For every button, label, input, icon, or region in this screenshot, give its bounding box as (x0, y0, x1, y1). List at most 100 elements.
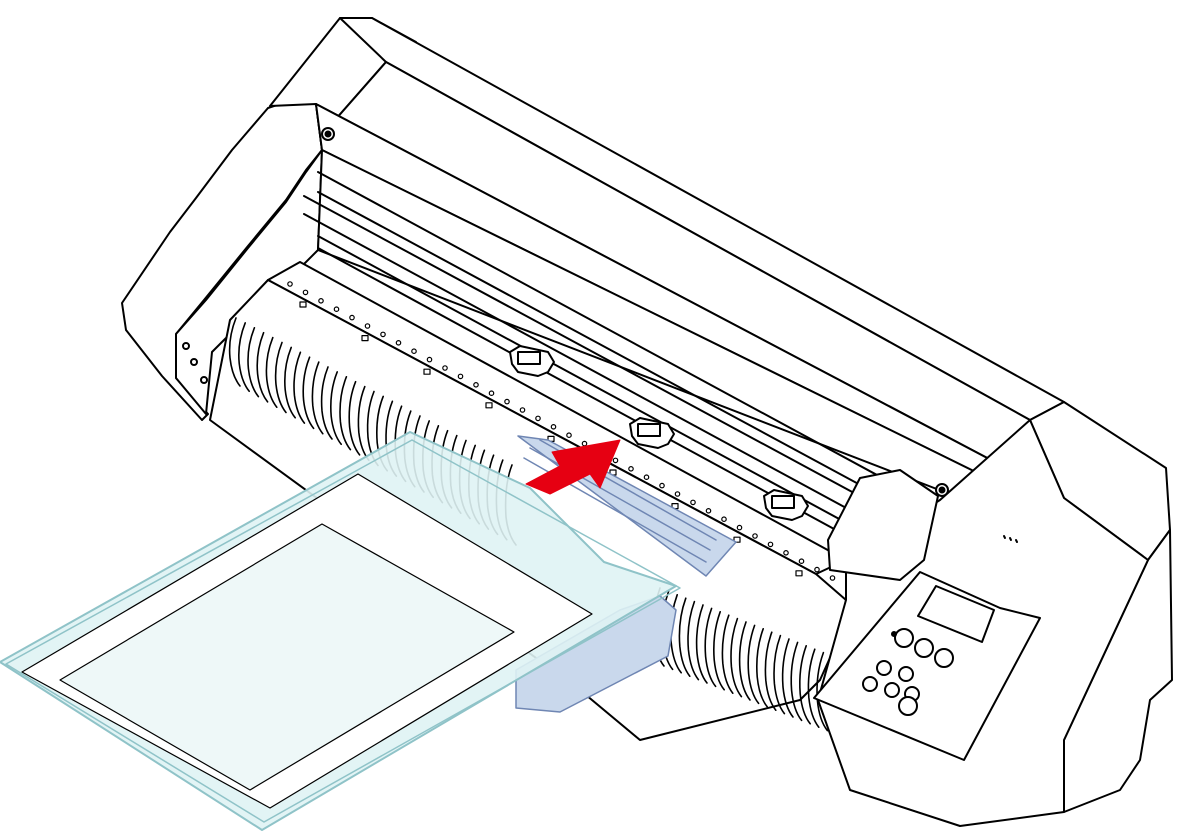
base-rib (756, 628, 768, 708)
base-rib (348, 380, 361, 456)
platen-slot (423, 368, 431, 375)
panel-button-icon[interactable] (876, 660, 892, 676)
platen-hole (364, 323, 371, 329)
platen-hole (721, 516, 727, 523)
platen-hole (411, 348, 417, 355)
platen-hole (581, 440, 588, 447)
base-rib (781, 638, 794, 718)
left-end-cap (121, 99, 323, 421)
platen-hole (426, 356, 433, 363)
rail-line-4 (303, 213, 921, 549)
panel-button-icon[interactable] (894, 628, 914, 648)
base-rib (790, 641, 803, 722)
base-rib (284, 346, 296, 419)
base-rib (311, 361, 324, 435)
base-rib (807, 648, 820, 728)
platen-hole (659, 482, 665, 489)
base-rib (238, 322, 250, 393)
base-rib (687, 600, 700, 681)
platen-hole (690, 499, 696, 506)
rail-line-2 (317, 191, 941, 529)
lcd-display-icon (917, 585, 995, 643)
panel-button-icon[interactable] (862, 676, 878, 692)
plotter-body (121, 17, 1065, 555)
platen-hole (302, 289, 309, 296)
platen-slot (795, 570, 803, 577)
vent-ticks (1003, 535, 1018, 543)
platen-hole (349, 314, 355, 321)
screw-right-center (938, 486, 946, 494)
pinch-roller-left (509, 345, 555, 377)
pinch-roller-right (763, 489, 809, 521)
base-rib (330, 371, 342, 446)
platen-hole (380, 331, 386, 338)
platen-hole (566, 432, 572, 439)
platen-hole (829, 575, 836, 581)
sheet-inner (59, 523, 515, 791)
platen-hole (473, 381, 479, 388)
panel-button-icon[interactable] (884, 682, 900, 698)
platen-hole (535, 415, 541, 422)
base-rib (293, 351, 306, 424)
base-rib (738, 621, 751, 701)
pinch-roller-cap (771, 495, 795, 509)
panel-button-icon[interactable] (934, 648, 954, 668)
rail-line-1 (317, 171, 961, 521)
sheet-mat (5, 439, 681, 823)
base-rib (678, 597, 691, 677)
panel-indicator-led (891, 631, 897, 637)
platen-slot (361, 335, 369, 342)
feed-arrow (525, 439, 621, 495)
base-rib (799, 645, 811, 725)
platen-holes (287, 281, 836, 581)
platen-hole (488, 390, 495, 397)
rail-line-3 (303, 195, 931, 535)
base-rib (228, 317, 241, 387)
platen-hole (783, 549, 789, 556)
pinch-roller-cap (517, 351, 541, 365)
base-rib (764, 631, 777, 711)
right-upper-block (827, 469, 939, 581)
screw-left-center (324, 130, 332, 138)
platen-hole (333, 306, 340, 313)
platen-hole (287, 281, 293, 287)
base-rib (247, 327, 260, 398)
side-hole-1 (182, 342, 190, 350)
panel-button-icon[interactable] (914, 638, 934, 658)
base-rib (773, 634, 786, 715)
base-rib (302, 356, 315, 430)
platen-hole (395, 339, 402, 346)
base-rib (721, 614, 734, 694)
platen-hole (798, 558, 805, 565)
platen-hole (674, 491, 681, 497)
base-rib (339, 376, 352, 451)
platen-hole (519, 407, 526, 413)
platen-hole (705, 507, 712, 514)
platen-hole (442, 365, 448, 371)
platen-slot (733, 536, 741, 543)
base-rib (713, 611, 725, 691)
side-hole-2 (190, 358, 198, 366)
platen-hole (767, 541, 774, 548)
platen-hole (457, 373, 464, 380)
platen-hole (736, 524, 743, 531)
platen-slot (485, 402, 493, 409)
base-rib (274, 341, 287, 414)
platen-hole (628, 465, 634, 472)
platen-hole (504, 398, 510, 405)
pinch-roller-center[interactable] (629, 417, 675, 449)
base-rib (256, 331, 269, 403)
platen-hole (550, 423, 557, 430)
base-rib (704, 607, 717, 688)
panel-button-icon[interactable] (898, 696, 918, 716)
pinch-roller-cap (637, 423, 661, 437)
base-rib (695, 604, 708, 684)
platen-hole (752, 533, 758, 539)
base-rib (265, 336, 278, 408)
platen-hole (612, 457, 619, 464)
base-rib (357, 385, 370, 461)
carrier-sheet[interactable] (0, 431, 681, 831)
base-rib (320, 366, 333, 440)
panel-button-icon[interactable] (898, 666, 914, 682)
